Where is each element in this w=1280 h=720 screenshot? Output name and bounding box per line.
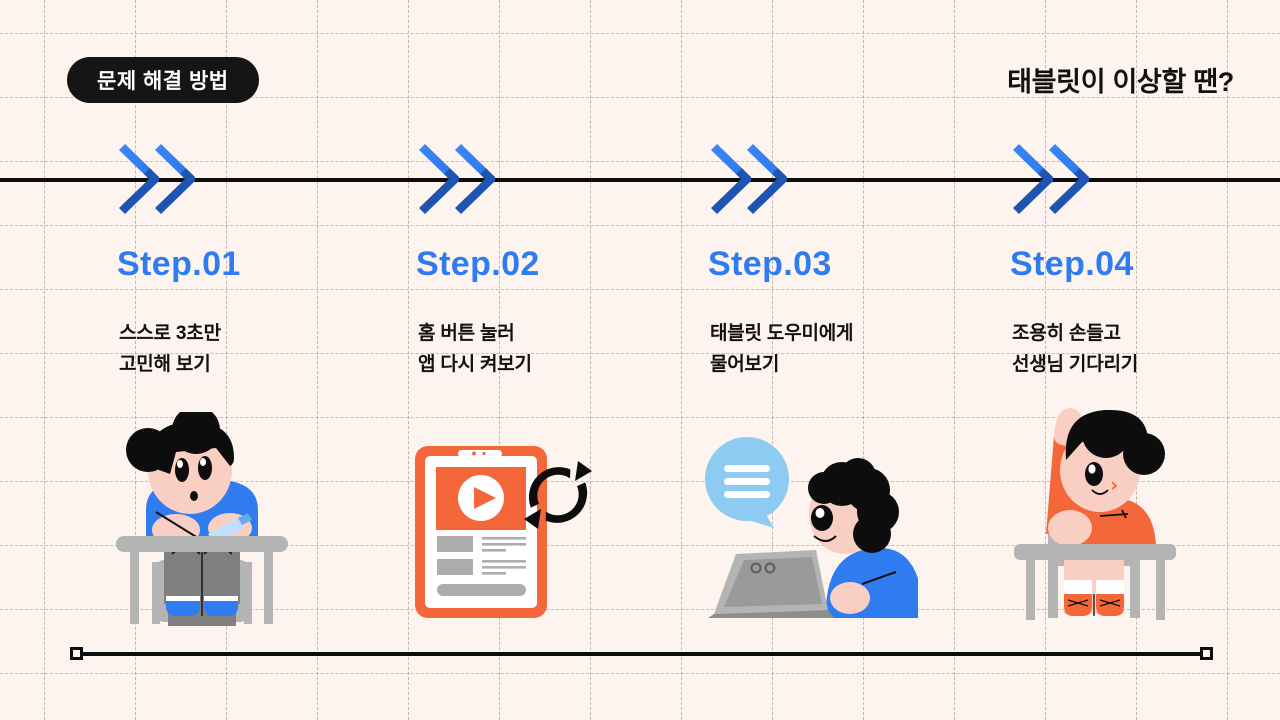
square-endpoint-icon <box>1200 647 1213 660</box>
student-raising-hand-icon <box>1004 398 1184 637</box>
step-label: Step.04 <box>1010 245 1134 283</box>
step-description: 스스로 3초만 고민해 보기 <box>119 323 221 376</box>
grid-line-horizontal <box>0 225 1280 226</box>
step-label: Step.02 <box>416 245 540 283</box>
chevron-right-icon <box>1005 144 1097 214</box>
title-badge-label: 문제 해결 방법 <box>97 70 229 93</box>
step-description: 홈 버튼 눌러 앱 다시 켜보기 <box>418 323 532 376</box>
chevron-right-icon <box>111 144 203 214</box>
step-label: Step.03 <box>708 245 832 283</box>
step-label: Step.01 <box>117 245 241 283</box>
step-column-2: Step.02 홈 버튼 눌러 앱 다시 켜보기 <box>416 245 716 381</box>
tablet-refresh-app-icon <box>406 440 606 627</box>
bottom-rule <box>74 652 1206 656</box>
step-column-1: Step.01 스스로 3초만 고민해 보기 <box>117 245 417 381</box>
step-column-3: Step.03 태블릿 도우미에게 물어보기 <box>708 245 1008 381</box>
step-column-4: Step.04 조용히 손들고 선생님 기다리기 <box>1010 245 1280 381</box>
student-asking-helper-icon <box>702 432 924 623</box>
grid-line-vertical <box>44 0 45 720</box>
page-subtitle: 태블릿이 이상할 땐? <box>1007 67 1234 97</box>
grid-line-horizontal <box>0 673 1280 674</box>
step-description: 조용히 손들고 선생님 기다리기 <box>1012 323 1139 376</box>
timeline-rule <box>0 178 1280 182</box>
chevron-right-icon <box>703 144 795 214</box>
chevron-right-icon <box>411 144 503 214</box>
step-description: 태블릿 도우미에게 물어보기 <box>710 323 854 376</box>
student-thinking-at-desk-icon <box>112 406 292 637</box>
square-endpoint-icon <box>70 647 83 660</box>
grid-line-horizontal <box>0 33 1280 34</box>
title-badge: 문제 해결 방법 <box>67 57 259 103</box>
